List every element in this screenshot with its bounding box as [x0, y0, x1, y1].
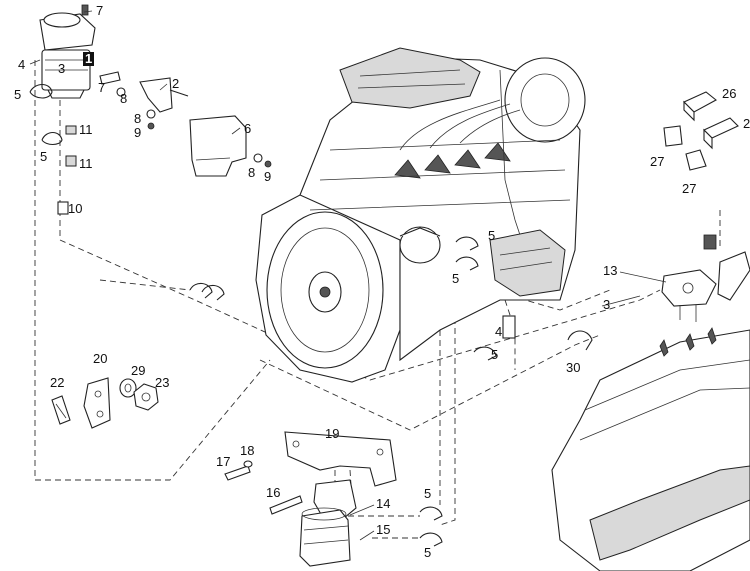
callout-11-a: 11 — [79, 122, 93, 137]
callout-5-b: 5 — [40, 149, 48, 164]
engine-block — [255, 47, 586, 383]
bracket-and-fasteners — [99, 71, 189, 130]
callout-9-a: 9 — [134, 125, 142, 140]
callout-26-partial: 2 — [743, 116, 750, 131]
callout-5-a: 5 — [14, 87, 22, 102]
insulation-blocks — [663, 91, 739, 171]
callout-8-b: 8 — [134, 111, 142, 126]
fuel-filter-assembly — [39, 4, 96, 99]
callout-13: 13 — [603, 263, 618, 278]
callout-1: 1 — [83, 51, 95, 66]
callout-6: 6 — [244, 121, 252, 136]
hose-clips-engine — [189, 236, 516, 361]
callout-30: 30 — [566, 360, 581, 375]
callout-3-left: 3 — [58, 61, 66, 76]
callout-3-right: 3 — [603, 297, 611, 312]
callout-7-mid: 7 — [98, 80, 106, 95]
callout-17: 17 — [216, 454, 231, 469]
callout-18: 18 — [240, 443, 255, 458]
breather-assembly — [567, 234, 750, 351]
callout-27-b: 27 — [682, 181, 697, 196]
heat-shield-part — [189, 115, 272, 177]
callout-8-a: 8 — [120, 91, 128, 106]
callout-5-d: 5 — [452, 271, 460, 286]
callout-20: 20 — [93, 351, 108, 366]
callout-4-right: 4 — [495, 324, 503, 339]
oil-filter-assembly — [224, 431, 443, 567]
mount-bracket-group — [51, 377, 159, 429]
callout-11-b: 11 — [79, 156, 93, 171]
callout-8-c: 8 — [248, 165, 256, 180]
callout-5-c: 5 — [488, 228, 496, 243]
hose-clamps-left — [29, 83, 77, 215]
callout-29: 29 — [131, 363, 146, 378]
callout-27-a: 27 — [650, 154, 665, 169]
callout-9-b: 9 — [264, 169, 272, 184]
callout-4-left: 4 — [18, 57, 26, 72]
callout-5-f: 5 — [424, 486, 432, 501]
leader-lines — [29, 10, 667, 541]
callout-23: 23 — [155, 375, 170, 390]
callout-26: 26 — [722, 86, 737, 101]
oil-pan — [551, 327, 750, 571]
callout-7-top: 7 — [96, 3, 104, 18]
callout-10: 10 — [68, 201, 83, 216]
callout-2: 2 — [172, 76, 180, 91]
callout-5-e: 5 — [491, 347, 499, 362]
callout-14: 14 — [376, 496, 391, 511]
callout-16: 16 — [266, 485, 281, 500]
callout-15: 15 — [376, 522, 391, 537]
callout-19: 19 — [325, 426, 340, 441]
callout-5-g: 5 — [424, 545, 432, 560]
callout-22: 22 — [50, 375, 65, 390]
